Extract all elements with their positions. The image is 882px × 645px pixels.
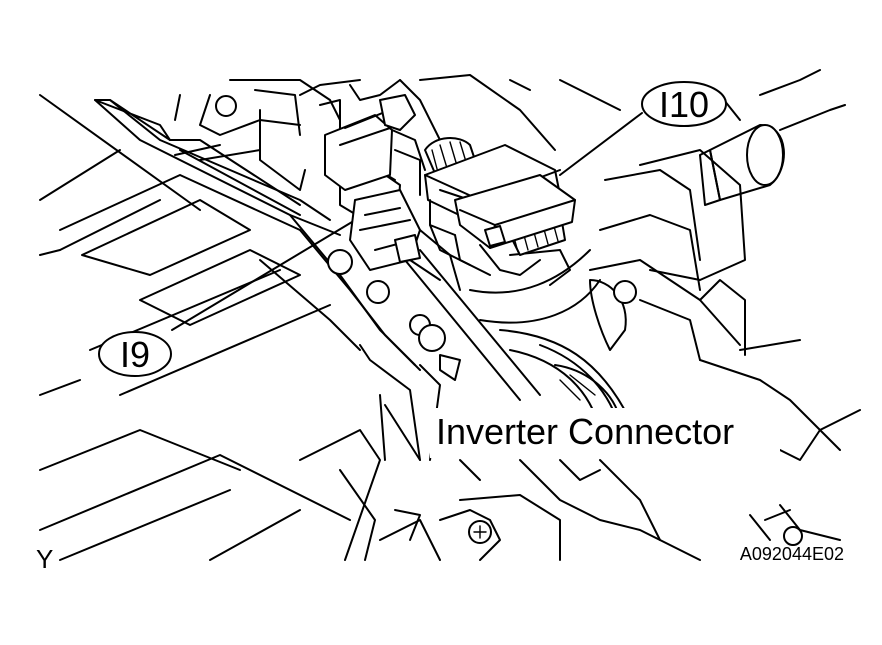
view-letter: Y bbox=[36, 544, 53, 574]
inverter-connector-label-text: Inverter Connector bbox=[436, 411, 734, 452]
lower-structure bbox=[299, 429, 701, 561]
bolt-lower-2 bbox=[418, 324, 446, 352]
callout-i10-text: I10 bbox=[659, 84, 709, 125]
callout-i10: I10 bbox=[641, 81, 727, 127]
bracket-plate bbox=[94, 99, 441, 461]
connector-upper bbox=[324, 94, 426, 196]
upper-hardware bbox=[174, 74, 621, 191]
leader-i9 bbox=[171, 221, 353, 331]
bolt-middle bbox=[366, 280, 390, 304]
connector-i10 bbox=[424, 144, 576, 276]
bolt-upper-left bbox=[327, 249, 353, 275]
right-motor-assembly bbox=[589, 69, 861, 546]
callout-i9: I9 bbox=[98, 331, 172, 377]
leader-i10 bbox=[559, 112, 643, 176]
figure-code: A092044E02 bbox=[740, 544, 844, 564]
inverter-connector-label: Inverter Connector bbox=[430, 408, 780, 458]
leader-lines bbox=[171, 112, 643, 331]
left-housing bbox=[39, 94, 351, 561]
bolts bbox=[327, 249, 461, 381]
callout-i9-text: I9 bbox=[120, 334, 150, 375]
